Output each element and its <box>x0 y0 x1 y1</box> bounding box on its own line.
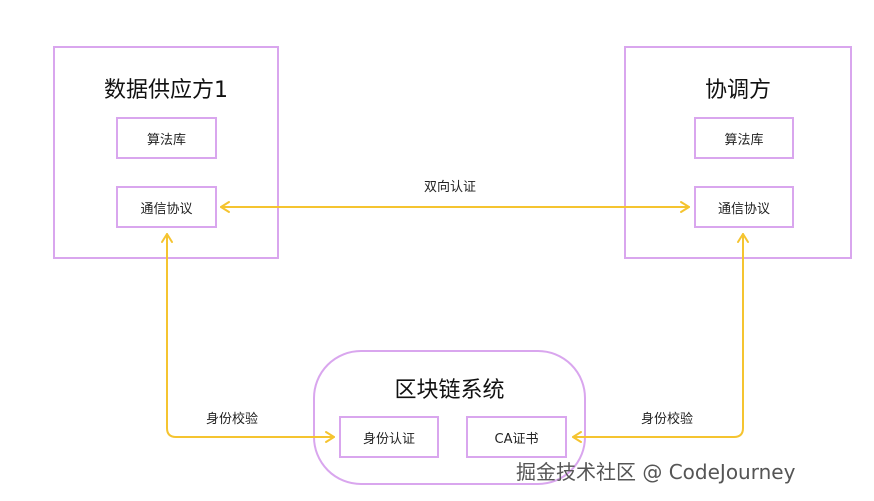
coordinator-protocol-label: 通信协议 <box>717 201 770 217</box>
blockchain-system-title: 区块链系统 <box>394 378 505 403</box>
data-provider-title: 数据供应方1 <box>104 78 228 103</box>
left-identity-verify-label: 身份校验 <box>206 412 259 427</box>
coordinator-protocol-box: 通信协议 <box>694 186 794 228</box>
data-provider-protocol-box: 通信协议 <box>116 186 217 228</box>
data-provider-library-box: 算法库 <box>116 117 217 159</box>
coordinator-title: 协调方 <box>704 78 771 103</box>
right-verify-arrow <box>572 233 744 438</box>
ca-certificate-box: CA证书 <box>466 416 567 458</box>
right-identity-verify-label: 身份校验 <box>641 412 694 427</box>
data-provider-protocol-label: 通信协议 <box>140 201 193 217</box>
watermark-text: 掘金技术社区 @ CodeJourney <box>516 460 796 484</box>
data-provider-library-label: 算法库 <box>146 132 186 148</box>
mutual-auth-label: 双向认证 <box>424 180 477 195</box>
identity-auth-label: 身份认证 <box>362 431 415 447</box>
coordinator-library-label: 算法库 <box>724 132 764 148</box>
left-verify-arrow <box>166 233 335 438</box>
coordinator-library-box: 算法库 <box>694 117 794 159</box>
ca-certificate-label: CA证书 <box>494 431 539 447</box>
identity-auth-box: 身份认证 <box>339 416 439 458</box>
